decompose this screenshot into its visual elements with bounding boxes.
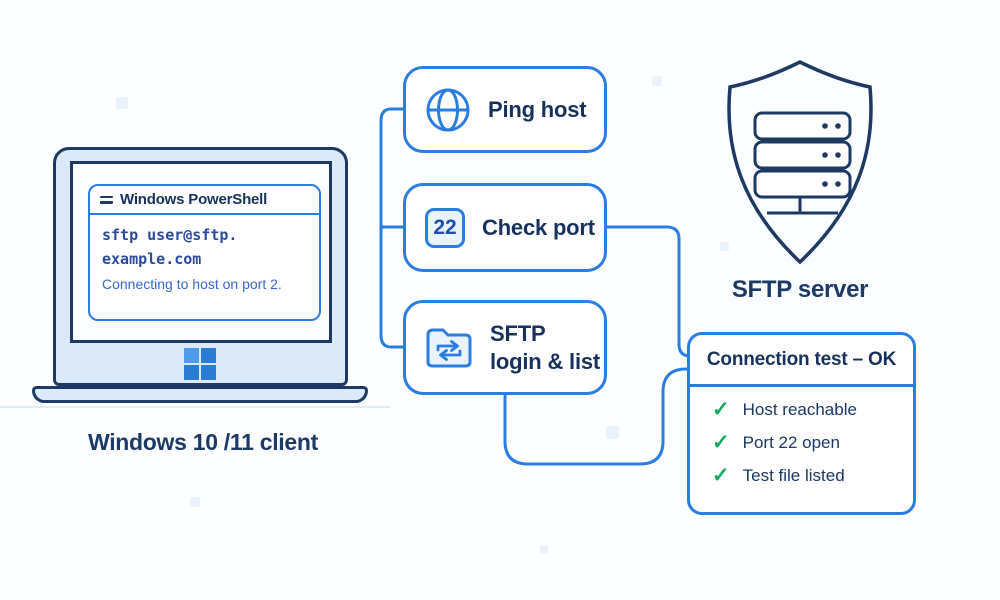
background-deco-square xyxy=(190,497,200,507)
result-row-host: ✓ Host reachable xyxy=(712,398,857,421)
globe-icon xyxy=(426,88,470,131)
powershell-title: Windows PowerShell xyxy=(120,191,268,208)
client-caption: Windows 10 /11 client xyxy=(88,429,318,455)
result-row-port: ✓ Port 22 open xyxy=(712,431,840,454)
step-check-port: 22 Check port xyxy=(403,183,607,272)
menu-icon xyxy=(100,195,113,204)
laptop-base xyxy=(32,386,368,403)
step-ping-host: Ping host xyxy=(403,66,607,153)
terminal-command-line-2: example.com xyxy=(102,250,202,268)
checkport-to-result-connector xyxy=(605,225,692,358)
bracket-steps-connector xyxy=(379,107,405,349)
powershell-titlebar: Windows PowerShell xyxy=(90,186,319,215)
terminal-status-line: Connecting to host on port 2. xyxy=(102,276,282,292)
check-icon: ✓ xyxy=(712,431,730,454)
background-deco-square xyxy=(652,76,662,86)
step-sftp-login-list: SFTP login & list xyxy=(403,300,607,395)
background-deco-square xyxy=(720,242,729,251)
connection-test-items: ✓ Host reachable ✓ Port 22 open ✓ Test f… xyxy=(690,387,913,486)
shield-outline xyxy=(727,60,873,265)
result-row-file: ✓ Test file listed xyxy=(712,464,845,487)
server-caption: SFTP server xyxy=(731,276,869,303)
background-deco-square xyxy=(540,545,548,553)
check-icon: ✓ xyxy=(712,464,730,487)
powershell-window: Windows PowerShell sftp user@sftp. examp… xyxy=(88,184,321,321)
shield-server-icon xyxy=(727,60,873,265)
desk-line xyxy=(0,406,390,408)
step-label: SFTP login & list xyxy=(490,320,601,374)
terminal-body: sftp user@sftp. example.com Connecting t… xyxy=(90,215,319,292)
folder-transfer-icon xyxy=(426,328,472,367)
background-deco-square xyxy=(116,97,128,109)
server-led-dots xyxy=(822,123,841,187)
windows-logo-icon xyxy=(184,348,216,380)
connection-test-title: Connection test – OK xyxy=(690,335,913,387)
server-stack-icon xyxy=(753,111,852,215)
check-icon: ✓ xyxy=(712,398,730,421)
sftp-to-result-connector xyxy=(503,367,692,466)
connection-test-box: Connection test – OK ✓ Host reachable ✓ … xyxy=(687,332,916,515)
port-22-badge: 22 xyxy=(425,207,465,248)
step-label: Check port xyxy=(482,214,595,240)
terminal-command-line-1: sftp user@sftp. xyxy=(102,226,238,244)
background-deco-square xyxy=(606,426,619,439)
step-label: Ping host xyxy=(488,96,587,122)
